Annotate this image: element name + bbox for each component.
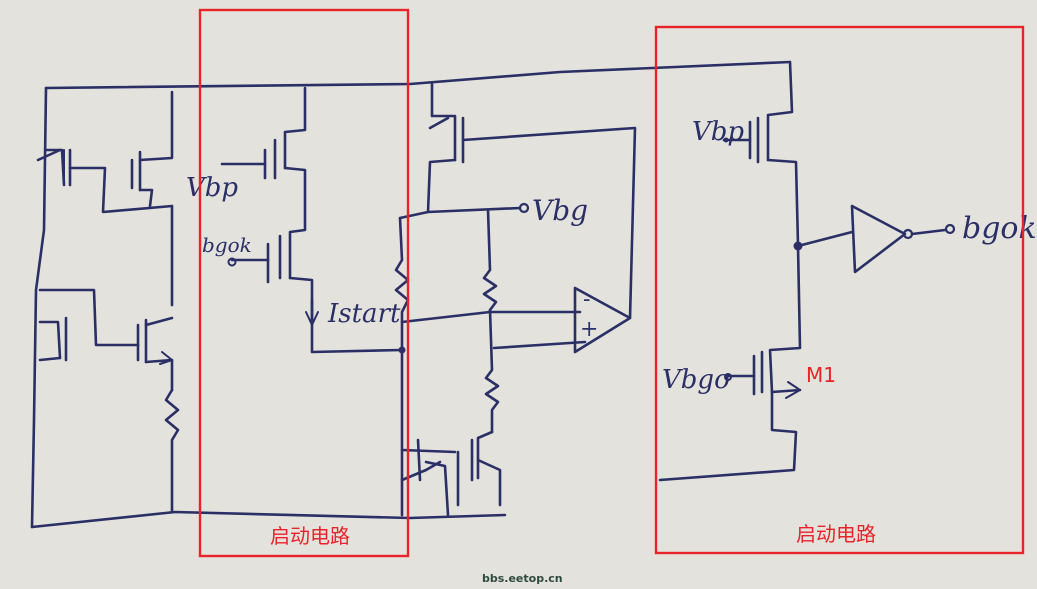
label-bgok-right: bgok	[962, 211, 1037, 246]
startup-circuit-left	[220, 86, 404, 354]
bgok-left-terminal	[227, 257, 237, 267]
startup-box-left	[198, 8, 410, 558]
label-vbp-left: Vbp	[186, 173, 238, 203]
label-vbp-right: Vbp	[692, 117, 744, 147]
label-vbgo: Vbgo	[662, 365, 730, 395]
startup-box-right	[654, 25, 1025, 555]
vbp-right-terminal	[723, 137, 729, 143]
label-m1: M1	[806, 363, 836, 387]
label-opamp-minus: -	[583, 287, 590, 312]
label-opamp-plus: +	[580, 317, 598, 342]
startup-circuit-right	[658, 60, 956, 482]
bandgap-core	[394, 82, 637, 517]
startup-caption-left: 启动电路	[270, 524, 350, 548]
label-bgok-left: bgok	[202, 233, 252, 257]
startup-caption-right: 启动电路	[796, 522, 876, 546]
site-watermark: bbs.eetop.cn	[482, 572, 563, 585]
label-istart: Istart	[327, 299, 401, 329]
vbgo-terminal	[724, 373, 732, 381]
bias-current-mirror	[30, 60, 792, 529]
label-vbg: Vbg	[532, 194, 588, 227]
